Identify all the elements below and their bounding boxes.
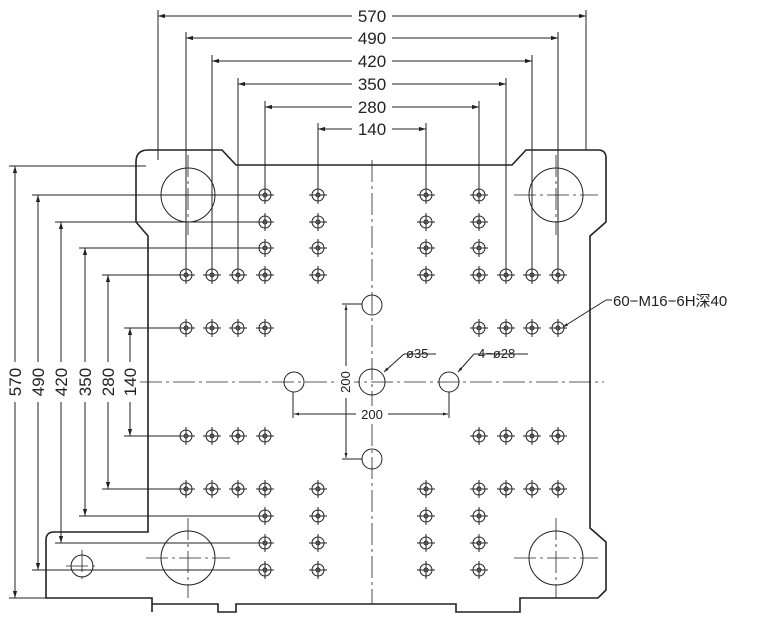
vertical-dimensions: 570 490 420 350 280 140 [5,166,140,598]
dim-center-h-200: 200 [361,407,383,422]
tapped-hole-callout: 60−M16−6H深40 [613,293,727,310]
tapped-hole [256,507,274,525]
tapped-hole [470,507,488,525]
tapped-hole [309,239,327,257]
locating-hole [66,550,98,582]
tapped-hole [309,186,327,204]
tapped-hole [549,319,567,337]
tie-bar-holes [66,155,598,598]
tapped-hole [523,480,541,498]
tapped-hole [417,239,435,257]
tapped-hole [470,239,488,257]
center-hole-callout: ø35 [406,346,428,361]
tapped-hole [256,213,274,231]
callouts: 60−M16−6H深40 ø35 4−ø28 [383,293,727,373]
dim-v-490: 490 [29,368,48,396]
tapped-hole [203,427,221,445]
dim-h-570: 570 [358,7,386,26]
tapped-hole [203,319,221,337]
tapped-hole [177,427,195,445]
tapped-hole [309,561,327,579]
dim-h-350: 350 [358,75,386,94]
center-dimensions: 200 200 [292,303,450,460]
tapped-hole [177,266,195,284]
tapped-hole [497,319,515,337]
center-hole [358,368,386,396]
ejector-hole [283,371,305,393]
dim-h-420: 420 [358,52,386,71]
tapped-hole [203,480,221,498]
tapped-hole [470,266,488,284]
tapped-hole [549,427,567,445]
tapped-hole [417,266,435,284]
tapped-hole [256,266,274,284]
tapped-hole [256,534,274,552]
tapped-hole [229,266,247,284]
tapped-hole [549,480,567,498]
tapped-hole [309,480,327,498]
platen-outline [45,149,607,613]
tapped-hole [417,480,435,498]
tapped-hole [229,319,247,337]
tapped-hole [417,213,435,231]
tapped-hole [470,319,488,337]
tapped-hole [256,319,274,337]
tapped-hole [470,213,488,231]
tapped-hole [523,427,541,445]
ejector-hole-callout: 4−ø28 [478,346,515,361]
tapped-hole [470,480,488,498]
tapped-hole [417,186,435,204]
tapped-hole [470,561,488,579]
tapped-hole [177,319,195,337]
tapped-hole [309,507,327,525]
dim-center-v-200: 200 [338,371,353,393]
tapped-hole [177,480,195,498]
tapped-hole [417,534,435,552]
tapped-hole [523,319,541,337]
tapped-hole [417,561,435,579]
ejector-hole [361,294,383,316]
horizontal-dimensions: 570 490 420 350 280 140 [158,6,586,139]
tapped-hole [256,561,274,579]
tapped-hole [497,266,515,284]
tapped-hole [229,427,247,445]
dim-v-570: 570 [6,368,25,396]
tapped-hole [256,186,274,204]
dim-v-140: 140 [121,368,140,396]
tapped-hole [497,427,515,445]
dim-h-140: 140 [358,120,386,139]
dim-v-280: 280 [99,368,118,396]
tapped-hole [309,213,327,231]
tapped-hole [309,266,327,284]
dim-h-490: 490 [358,29,386,48]
tapped-hole [470,534,488,552]
tapped-hole [523,266,541,284]
tapped-hole [256,480,274,498]
tapped-hole [229,480,247,498]
tie-bar-hole [514,518,598,598]
tapped-hole [256,239,274,257]
tapped-hole [256,427,274,445]
dim-v-420: 420 [52,368,71,396]
dim-v-350: 350 [76,368,95,396]
tapped-hole [470,186,488,204]
tapped-hole [309,534,327,552]
tapped-hole [203,266,221,284]
extension-lines [9,10,587,599]
tie-bar-hole [146,155,230,235]
tapped-hole [417,507,435,525]
tapped-hole-pattern [177,186,567,579]
tie-bar-hole [146,518,230,598]
tie-bar-hole [514,155,598,235]
tapped-hole [497,480,515,498]
tapped-hole [549,266,567,284]
dim-h-280: 280 [358,98,386,117]
tapped-hole [470,427,488,445]
